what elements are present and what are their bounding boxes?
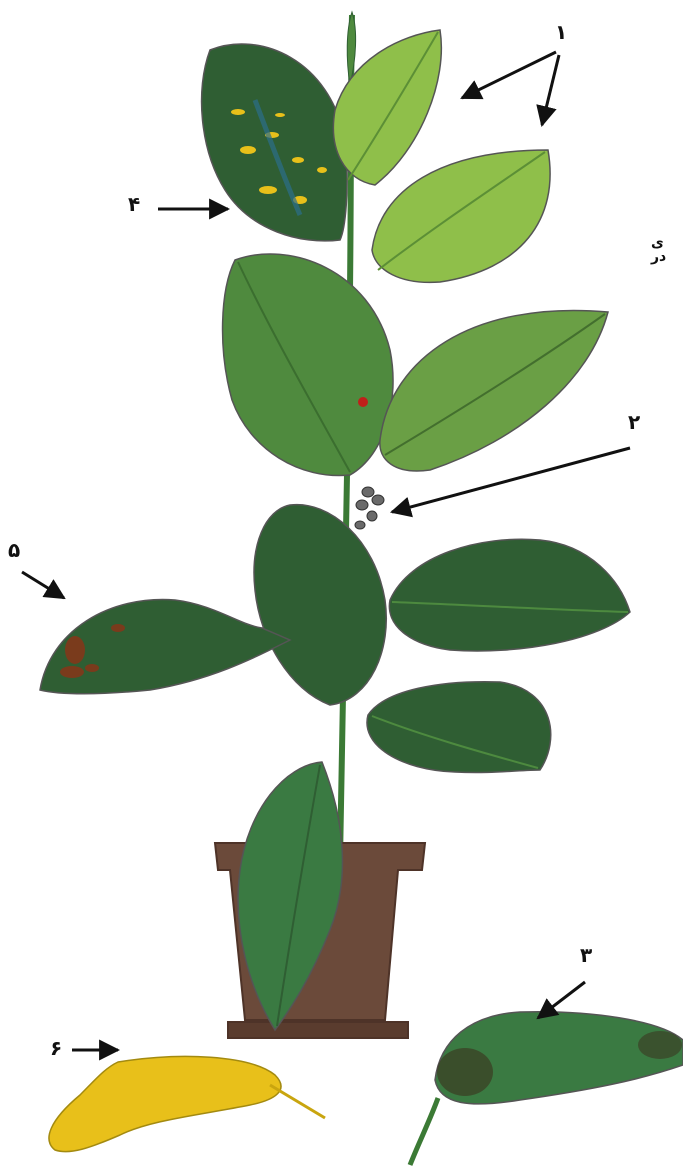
arrow-1-a: [462, 52, 556, 98]
label-5: ۵: [8, 540, 20, 560]
label-3: ۳: [580, 945, 592, 965]
leaf-large-left: [223, 254, 393, 476]
arrow-1-b: [542, 55, 559, 125]
label-4: ۴: [128, 194, 140, 214]
leaf-yellow-fallen: [0, 0, 125, 855]
leaf-bottom-right-stem: [410, 1098, 438, 1165]
leaf-lower-center: [254, 505, 386, 705]
leaf-yellow-spots: [202, 44, 348, 241]
leaf-lower-right: [389, 539, 630, 651]
arrow-5: [22, 572, 64, 598]
label-6: ۶: [50, 1038, 62, 1058]
insects: [355, 487, 384, 529]
cut-off-text: ی در: [651, 236, 683, 264]
yellow-leaf-body: [49, 1056, 281, 1151]
label-2: ۲: [628, 412, 640, 432]
leaf-light-right: [372, 150, 550, 282]
label-1: ۱: [555, 22, 567, 42]
red-spot: [358, 397, 368, 407]
leaf-right-small: [367, 682, 551, 773]
pot-saucer: [228, 1022, 408, 1038]
